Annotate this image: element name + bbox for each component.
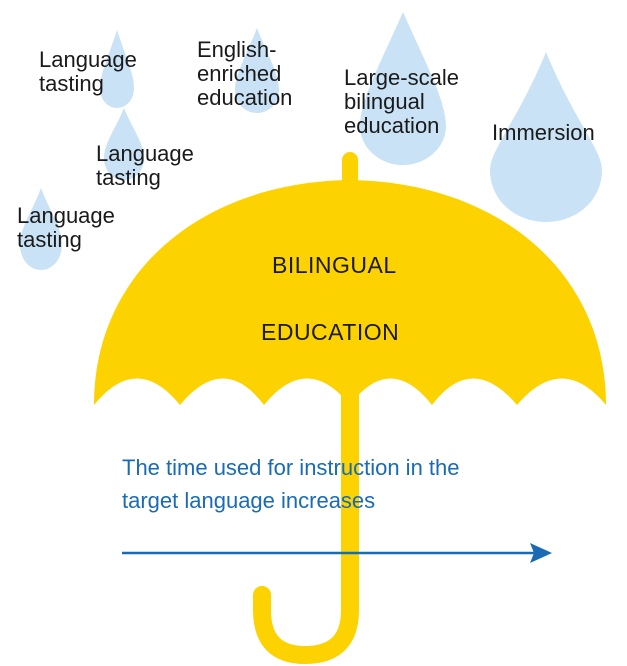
umbrella-title-line2: EDUCATION xyxy=(261,319,400,345)
label-large-scale-bilingual-education: Large-scale bilingual education xyxy=(344,66,459,138)
label-line: bilingual xyxy=(344,89,425,114)
caption-line: target language increases xyxy=(122,488,376,513)
raindrop-large-scale xyxy=(360,12,446,165)
label-english-enriched-education: English- enriched education xyxy=(197,38,292,110)
label-line: Large-scale xyxy=(344,65,459,90)
label-line: education xyxy=(197,85,293,110)
umbrella-canopy xyxy=(94,180,606,405)
label-line: tasting xyxy=(96,165,161,190)
label-line: tasting xyxy=(17,227,82,252)
label-immersion: Immersion xyxy=(492,121,595,145)
raindrop-language-tasting-3 xyxy=(20,188,62,270)
label-line: tasting xyxy=(39,71,104,96)
label-line: Immersion xyxy=(492,120,595,145)
raindrop-english-enriched xyxy=(235,28,279,113)
umbrella-title-line1: BILINGUAL xyxy=(272,252,397,278)
label-line: Language xyxy=(96,141,194,166)
caption: The time used for instruction in the tar… xyxy=(122,451,460,517)
raindrop-immersion xyxy=(490,52,602,222)
label-language-tasting-2: Language tasting xyxy=(96,142,194,190)
umbrella-handle xyxy=(253,191,359,665)
label-line: education xyxy=(344,113,440,138)
raindrop-language-tasting-2 xyxy=(104,108,144,180)
label-line: Language xyxy=(17,203,115,228)
caption-line: The time used for instruction in the xyxy=(122,455,460,480)
label-language-tasting-3: Language tasting xyxy=(17,204,115,252)
increase-arrow-head xyxy=(530,543,552,563)
label-line: Language xyxy=(39,47,137,72)
raindrop-language-tasting-1 xyxy=(100,30,134,108)
label-line: enriched xyxy=(197,61,282,86)
label-line: English- xyxy=(197,37,277,62)
label-language-tasting-1: Language tasting xyxy=(39,48,137,96)
